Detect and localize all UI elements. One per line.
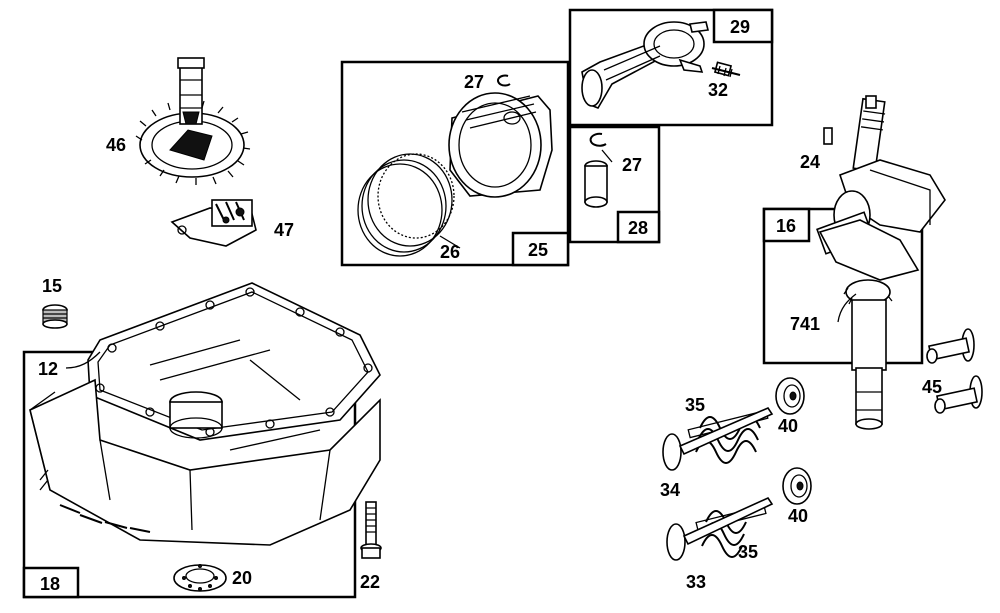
crankshaft-drawing	[816, 95, 946, 430]
valve-retainer-bottom-drawing	[782, 467, 812, 505]
part-label-20: 20	[232, 568, 252, 588]
part-label-22: 22	[360, 572, 380, 592]
part-label-34: 34	[660, 480, 680, 500]
part-label-27-pin: 27	[622, 155, 642, 175]
piston-rings-drawing	[357, 153, 455, 257]
crankshaft-key-drawing	[823, 127, 833, 145]
part-label-33: 33	[686, 572, 706, 592]
part-label-26: 26	[440, 242, 460, 262]
wrist-pin-box-number-frame	[616, 210, 661, 244]
sump-box-number-frame	[22, 566, 80, 599]
piston-box-frame	[340, 60, 570, 267]
connecting-rod-drawing	[581, 21, 709, 109]
part-label-47: 47	[274, 220, 294, 240]
connecting-rod-box-frame	[568, 8, 774, 127]
valve-pins-drawing	[926, 328, 983, 414]
connecting-rod-bolt-drawing	[711, 61, 741, 78]
box-label-18: 18	[40, 574, 60, 594]
governor-assembly-drawing	[170, 199, 257, 247]
valve-retainer-top-drawing	[775, 377, 805, 415]
wrist-pin-clip-top-drawing	[497, 74, 511, 87]
part-label-35-top: 35	[685, 395, 705, 415]
part-label-12: 12	[38, 359, 58, 379]
intake-valve-drawing	[666, 496, 774, 561]
box-label-29: 29	[730, 17, 750, 37]
box-label-28: 28	[628, 218, 648, 238]
oil-plug-drawing	[42, 304, 68, 329]
part-label-46: 46	[106, 135, 126, 155]
crankshaft-box-number-frame	[762, 207, 811, 243]
wrist-pin-clip-drawing	[589, 132, 607, 147]
part-label-40-bottom: 40	[788, 506, 808, 526]
piston-drawing	[448, 92, 553, 198]
part-label-32: 32	[708, 80, 728, 100]
wrist-pin-drawing	[584, 160, 608, 208]
part-label-35-bottom: 35	[738, 542, 758, 562]
wrist-pin-box-frame	[568, 125, 661, 244]
camshaft-gear-drawing	[135, 57, 251, 185]
part-label-24: 24	[800, 152, 820, 172]
part-label-27-top: 27	[464, 72, 484, 92]
piston-box-number-frame	[511, 231, 570, 267]
part-label-40-top: 40	[778, 416, 798, 436]
part-label-45: 45	[922, 377, 942, 397]
part-label-741: 741	[790, 314, 820, 334]
part-label-15: 15	[42, 276, 62, 296]
box-label-25: 25	[528, 240, 548, 260]
sump-drawing	[29, 282, 381, 546]
box-label-16: 16	[776, 216, 796, 236]
oil-seal-drawing	[173, 564, 227, 592]
exhaust-valve-drawing	[662, 407, 774, 471]
leader-lines	[65, 149, 857, 369]
connecting-rod-box-number-frame	[712, 8, 774, 44]
sump-bolt-drawing	[360, 501, 382, 559]
